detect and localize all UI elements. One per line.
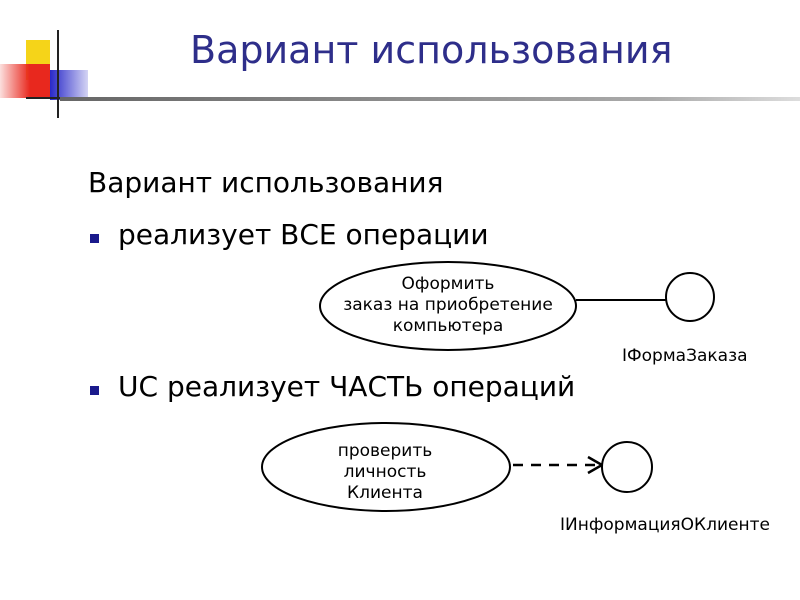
title-rule (60, 97, 800, 101)
use-case-line: личность (310, 462, 460, 483)
use-case-label-1: Оформить заказ на приобретение компьютер… (338, 274, 558, 337)
bullet-icon (90, 234, 99, 243)
logo-icon (0, 30, 98, 118)
use-case-line: компьютера (338, 316, 558, 337)
use-case-line: заказ на приобретение (338, 295, 558, 316)
interface-label-2: IИнформацияОКлиенте (560, 515, 770, 535)
use-case-label-2: проверить личность Клиента (310, 441, 460, 504)
slide-title: Вариант использования (190, 28, 672, 72)
use-case-line: Оформить (338, 274, 558, 295)
interface-icon-2 (602, 442, 652, 492)
bullet-item-1: реализует ВСЕ операции (118, 218, 489, 251)
content-heading: Вариант использования (88, 166, 443, 199)
bullet-icon (90, 386, 99, 395)
use-case-line: Клиента (310, 483, 460, 504)
interface-label-1: IФормаЗаказа (622, 346, 748, 366)
use-case-line: проверить (310, 441, 460, 462)
bullet-item-2: UC реализует ЧАСТЬ операций (118, 370, 575, 403)
interface-icon-1 (666, 273, 714, 321)
